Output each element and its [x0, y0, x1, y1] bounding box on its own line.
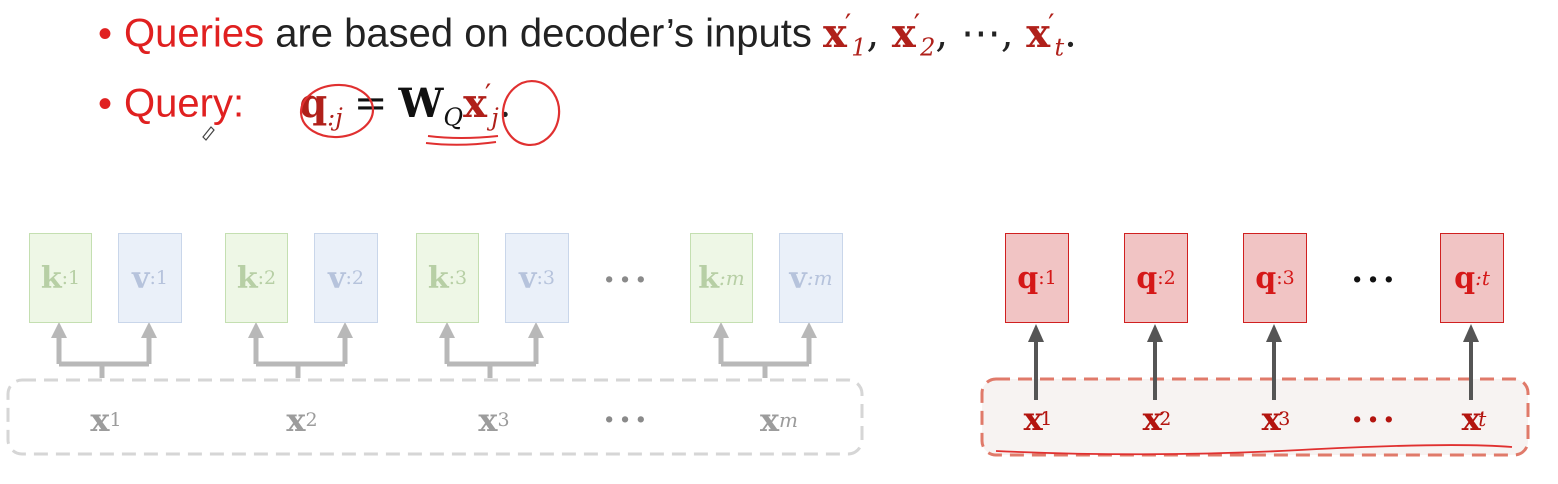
query-label: Query:	[124, 81, 245, 126]
bullet-marker: •	[98, 81, 113, 126]
separator: ,	[1000, 10, 1027, 57]
decoder-input-x3: x′3	[1261, 400, 1291, 438]
query-box-2: q:2	[1124, 233, 1188, 323]
input-x1: x′1	[822, 8, 867, 61]
bullet-query-formula: •Query: q:j = WQx′j.	[98, 78, 511, 131]
value-box-3: v:3	[505, 233, 569, 323]
encoder-input-ellipsis: ···	[603, 400, 651, 440]
separator: ,	[935, 10, 961, 57]
encoder-connectors	[56, 336, 812, 378]
annotation-underline-inputs	[995, 444, 1513, 456]
pencil-cursor	[202, 126, 215, 141]
decoder-input-xt: x′t	[1461, 400, 1487, 438]
decoder-input-ellipsis: ···	[1351, 400, 1399, 440]
period: .	[1064, 10, 1077, 57]
key-box-2: k:2	[225, 233, 288, 323]
decoder-input-x2: x′2	[1142, 400, 1172, 438]
value-box-m: v:m	[779, 233, 843, 323]
input-xt: x′t	[1026, 8, 1065, 61]
key-box-m: k:m	[690, 233, 753, 323]
key-box-1: k:1	[29, 233, 92, 323]
queries-highlight: Queries	[124, 11, 265, 56]
annotation-circle-x	[501, 79, 561, 147]
bullet-text: are based on decoder’s inputs	[264, 11, 823, 56]
weight-matrix: WQ	[398, 79, 464, 131]
query-box-t: q:t	[1440, 233, 1504, 323]
bullet-queries: •Queries are based on decoder’s inputs x…	[98, 8, 1077, 61]
separator: ,	[866, 10, 892, 57]
decoder-input-x1: x′1	[1023, 400, 1053, 438]
encoder-input-box	[6, 378, 864, 456]
query-box-3: q:3	[1243, 233, 1307, 323]
input-x2: x′2	[891, 8, 936, 61]
value-box-2: v:2	[314, 233, 378, 323]
query-ellipsis: ···	[1351, 260, 1399, 300]
encoder-kv-ellipsis: ···	[603, 260, 651, 300]
value-box-1: v:1	[118, 233, 182, 323]
decoder-arrowheads	[1028, 324, 1479, 342]
encoder-arrowheads	[51, 322, 817, 338]
annotation-underline-w	[425, 135, 499, 146]
ellipsis: ⋯	[960, 10, 1001, 57]
decoder-connectors	[1034, 340, 1473, 400]
bullet-marker: •	[98, 11, 113, 56]
query-box-1: q:1	[1005, 233, 1069, 323]
annotation-circle-q	[299, 83, 375, 139]
key-box-3: k:3	[416, 233, 479, 323]
decoder-input-box	[980, 377, 1530, 457]
input-xj: x′j	[463, 78, 499, 131]
